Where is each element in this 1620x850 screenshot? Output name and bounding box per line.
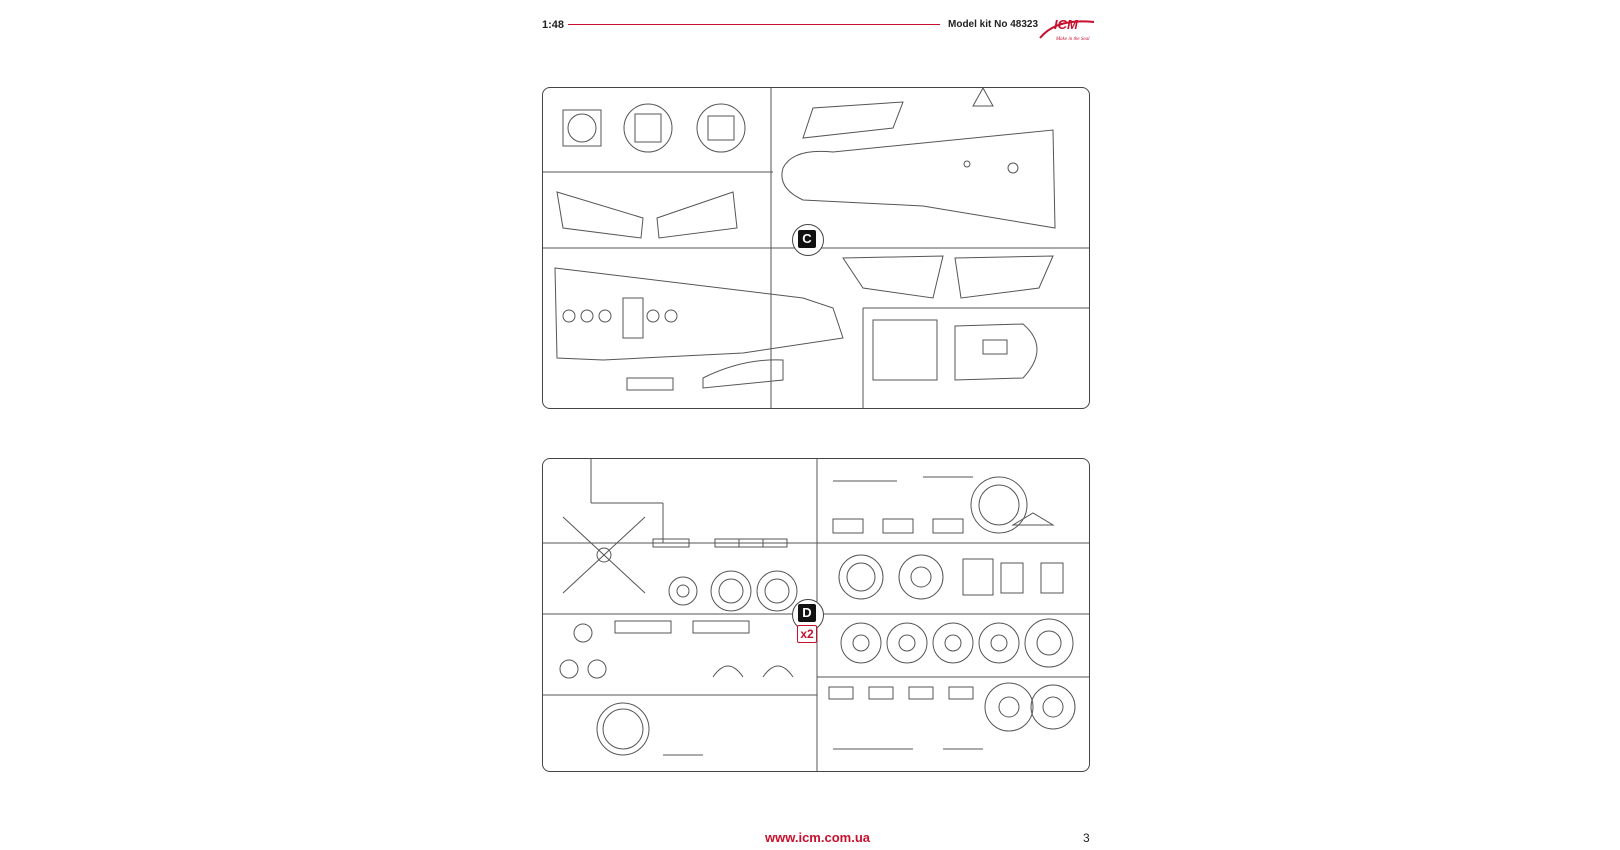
sprue-c-frame: C — [542, 87, 1090, 409]
sprue-c-letter: C — [798, 230, 816, 248]
header-divider — [568, 24, 940, 25]
sprue-d-drawing — [543, 459, 1089, 771]
svg-text:ICM: ICM — [1054, 17, 1079, 32]
sprue-d-letter: D — [798, 604, 816, 622]
sprue-c-drawing — [543, 88, 1089, 408]
sprue-d-frame: D x2 — [542, 458, 1090, 772]
sprue-d-multiplier: x2 — [797, 625, 817, 643]
svg-text:Make in the Seal: Make in the Seal — [1055, 37, 1090, 42]
kit-number: Model kit No 48323 — [948, 19, 1039, 30]
website-link[interactable]: www.icm.com.ua — [765, 830, 870, 845]
icm-logo: ICM Make in the Seal — [1039, 17, 1095, 42]
page-number: 3 — [1083, 831, 1090, 845]
scale-label: 1:48 — [542, 19, 565, 31]
